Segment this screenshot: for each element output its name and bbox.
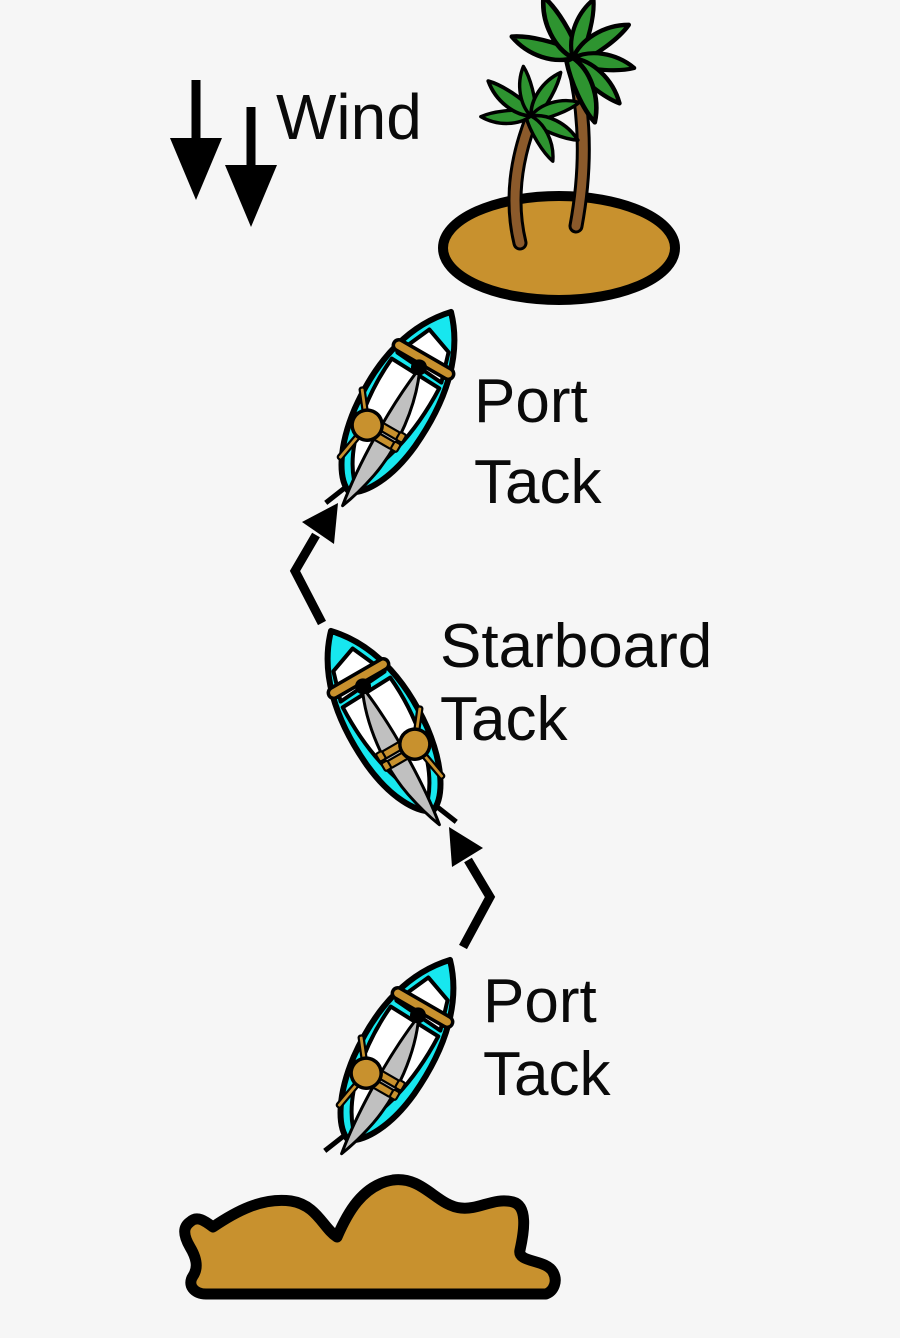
island-icon xyxy=(438,0,680,305)
course-arrow-icon xyxy=(449,827,496,950)
label-line: Tack xyxy=(474,448,602,517)
sailboat-icon-port-tack-top xyxy=(301,291,483,528)
wind-label: Wind xyxy=(276,81,422,153)
course-arrow-icon xyxy=(289,503,338,626)
palm-tree-icon xyxy=(478,64,583,251)
shoreline-icon xyxy=(179,1174,561,1300)
wind-indicator: Wind xyxy=(170,80,422,227)
sailboat-icon-port-tack-bottom xyxy=(300,939,482,1176)
palm-tree-icon xyxy=(510,0,636,234)
wind-arrow-icon xyxy=(225,107,277,227)
label-line: Tack xyxy=(440,685,568,754)
label-line: Tack xyxy=(483,1040,611,1109)
boat-label-port-top: Port Tack xyxy=(474,367,602,517)
label-line: Port xyxy=(483,967,597,1036)
boat-label-port-bottom: Port Tack xyxy=(483,967,611,1109)
boat-label-starboard: Starboard Tack xyxy=(440,612,712,754)
wind-arrow-icon xyxy=(170,80,222,200)
island-sand xyxy=(438,191,680,305)
label-line: Starboard xyxy=(440,612,712,681)
label-line: Port xyxy=(474,367,588,436)
